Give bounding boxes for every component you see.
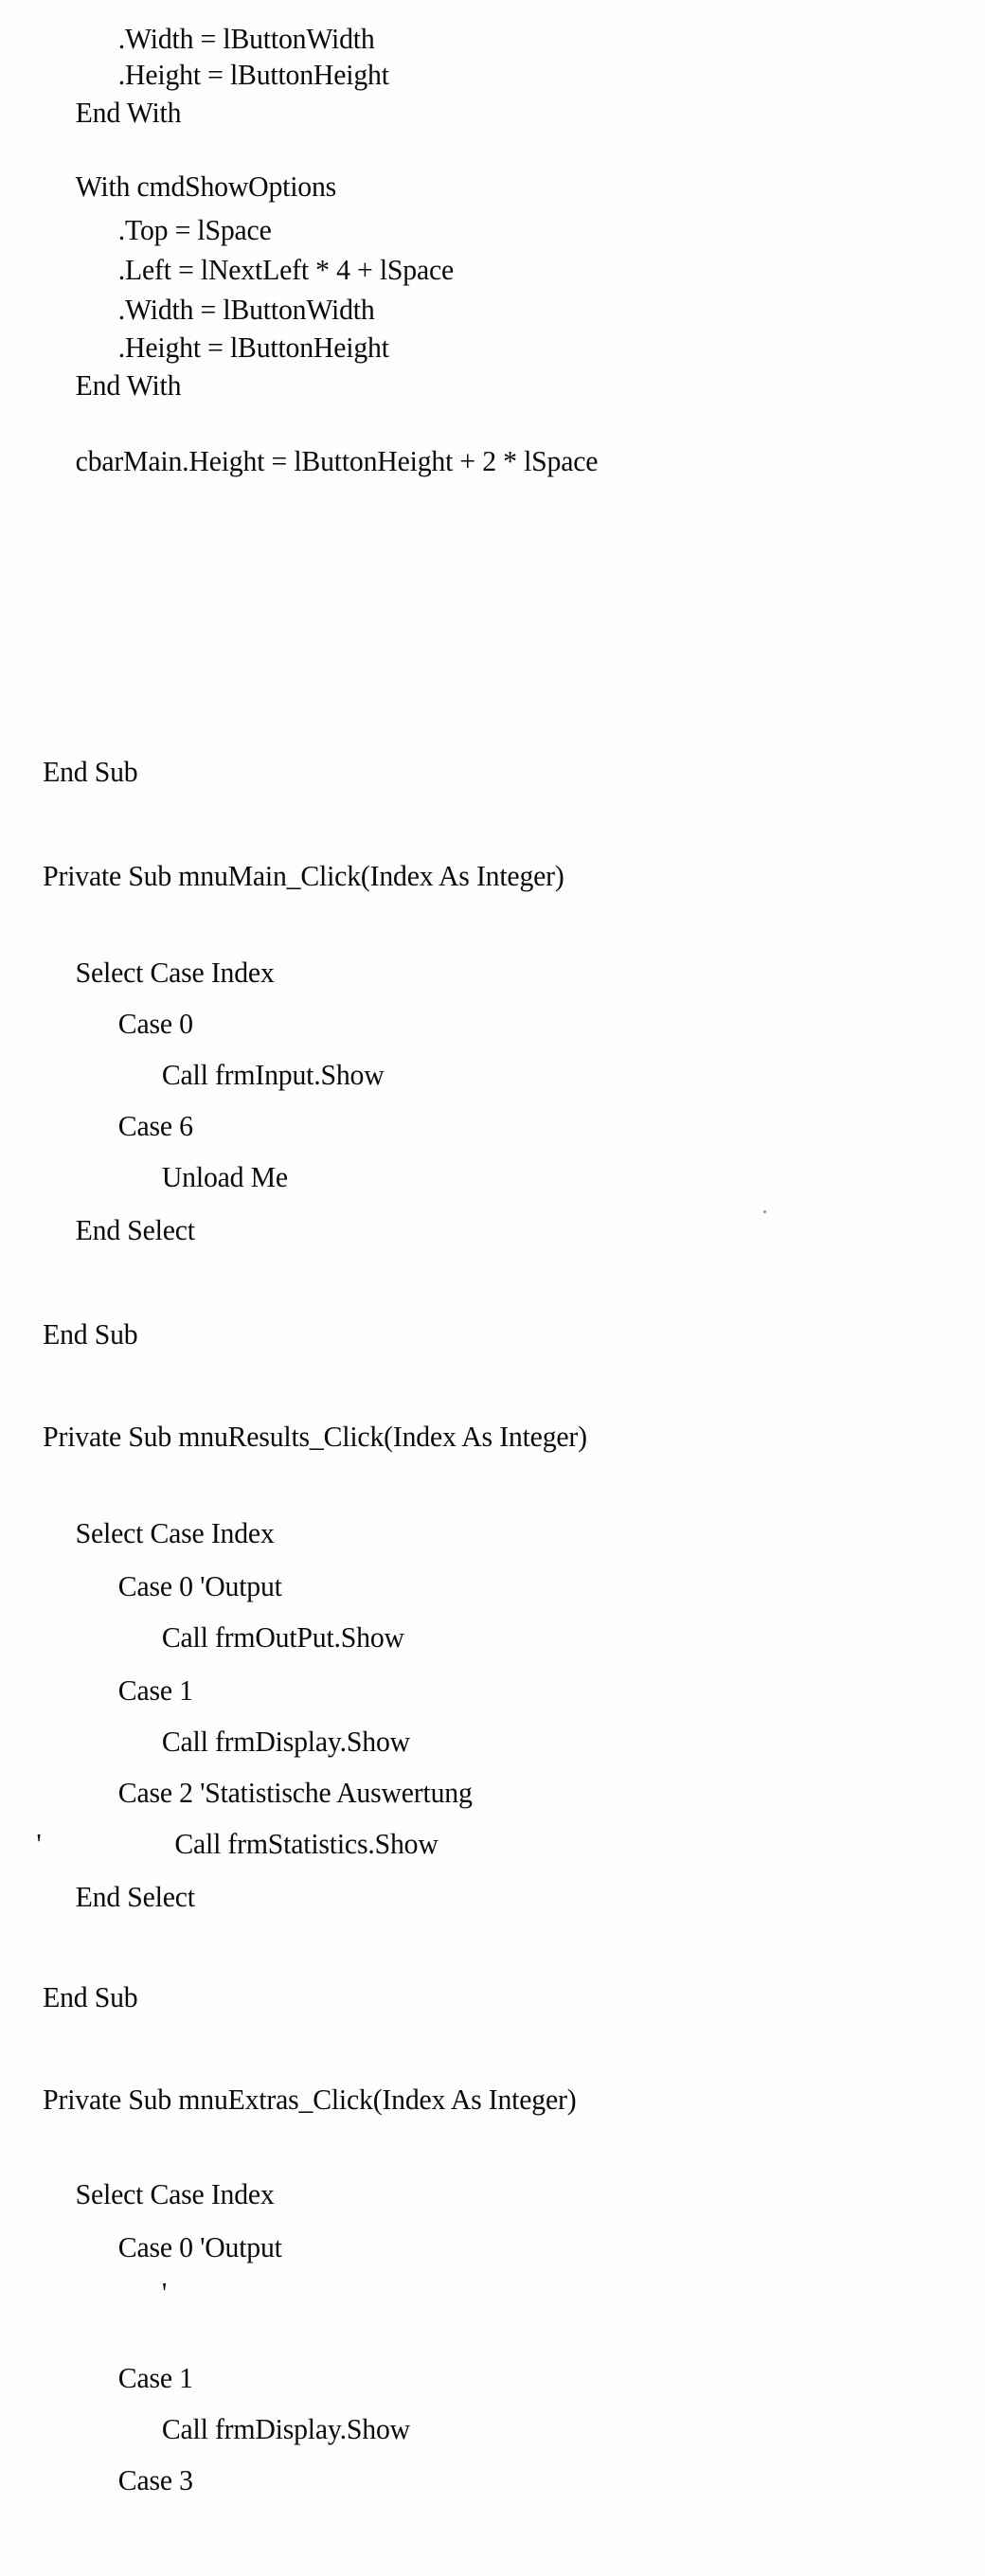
- code-line: .Width = lButtonWidth: [117, 293, 375, 326]
- code-line: Case 3: [117, 2463, 193, 2496]
- code-line: .Height = lButtonHeight: [117, 331, 389, 364]
- code-line: .Width = lButtonWidth: [117, 22, 375, 55]
- code-line: .Top = lSpace: [117, 213, 272, 246]
- code-line: End Sub: [43, 1980, 138, 2013]
- code-line: Private Sub mnuResults_Click(Index As In…: [43, 1420, 587, 1453]
- code-line: End Sub: [43, 755, 138, 788]
- code-line: End With: [75, 368, 182, 402]
- code-line: Case 1: [117, 2361, 193, 2394]
- code-line: Case 0: [117, 1007, 193, 1040]
- code-line: Private Sub mnuExtras_Click(Index As Int…: [43, 2083, 577, 2116]
- code-line: Call frmInput.Show: [161, 1058, 385, 1091]
- scanner-speck: [763, 1210, 766, 1213]
- code-line: End With: [75, 96, 182, 129]
- comment-apostrophe-margin: ': [36, 1827, 42, 1860]
- comment-apostrophe-inline: ': [161, 2276, 168, 2309]
- code-line: End Sub: [43, 1317, 138, 1351]
- code-line: Select Case Index: [75, 2177, 275, 2210]
- code-line: With cmdShowOptions: [75, 170, 337, 203]
- code-line: Call frmDisplay.Show: [161, 1725, 410, 1758]
- code-line: Case 0 'Output: [117, 2230, 282, 2263]
- code-line: End Select: [75, 1213, 195, 1246]
- code-line: Unload Me: [161, 1160, 288, 1193]
- code-line: Case 6: [117, 1109, 193, 1142]
- code-line: Case 0 'Output: [117, 1569, 282, 1602]
- code-line: Select Case Index: [75, 956, 275, 989]
- code-line: cbarMain.Height = lButtonHeight + 2 * lS…: [75, 444, 599, 477]
- code-line: Call frmDisplay.Show: [161, 2412, 410, 2445]
- code-line: End Select: [75, 1880, 195, 1913]
- code-line: Call frmOutPut.Show: [161, 1620, 404, 1654]
- code-line: .Height = lButtonHeight: [117, 58, 389, 91]
- code-line: .Left = lNextLeft * 4 + lSpace: [117, 253, 455, 286]
- code-line: Case 1: [117, 1673, 193, 1707]
- code-line: Case 2 'Statistische Auswertung: [117, 1776, 473, 1809]
- code-line: Call frmStatistics.Show: [174, 1827, 439, 1860]
- code-line: Private Sub mnuMain_Click(Index As Integ…: [43, 859, 564, 892]
- code-line: Select Case Index: [75, 1516, 275, 1549]
